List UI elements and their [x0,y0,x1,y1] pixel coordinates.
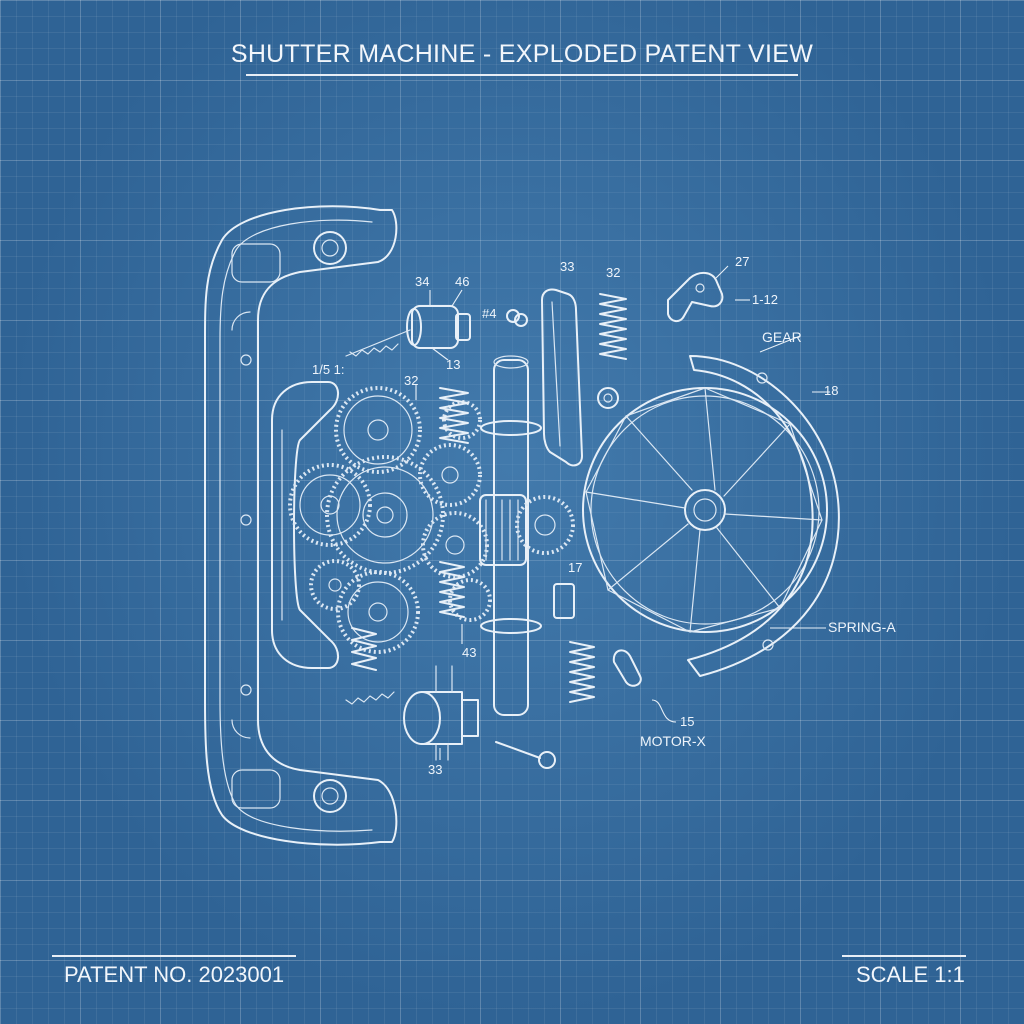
callout-46: 46 [455,274,469,289]
callout-labels: 34 46 #4 13 32 1/5 1: 33 32 27 1-12 18 1… [312,254,896,777]
callout-18: 18 [824,383,838,398]
small-motor-top [345,305,471,357]
right-springs [569,293,627,703]
housing-frame [204,205,398,846]
callout-32-right: 32 [606,265,620,280]
callout-43: 43 [462,645,476,660]
callout-33-top: 33 [560,259,574,274]
title-underline [246,74,798,76]
callout-34: 34 [415,274,429,289]
iris-shutter [582,355,840,677]
callout-44: #4 [482,306,496,321]
callout-17: 17 [568,560,582,575]
label-spring-a: SPRING-A [828,619,896,635]
vertical-plate [541,288,583,467]
callout-32-left: 32 [404,373,418,388]
bracket-27 [667,272,724,322]
callout-33-bottom: 33 [428,762,442,777]
small-motor-bottom [345,665,479,761]
callout-27: 27 [735,254,749,269]
gear-springs [351,387,469,671]
label-motor-x: MOTOR-X [640,733,707,749]
leader-lines [415,265,830,760]
callout-15: 15 [680,714,694,729]
callout-small: 1/5 1: [312,362,345,377]
footer-right-rule [842,955,966,957]
footer-left-rule [52,955,296,957]
center-shaft [479,355,575,716]
scale-label: SCALE 1:1 [856,962,965,987]
gear-train [288,386,492,654]
patent-number: PATENT NO. 2023001 [64,962,285,987]
callout-1-12: 1-12 [752,292,778,307]
diagram-title: SHUTTER MACHINE - EXPLODED PATENT VIEW [230,40,814,68]
fastener-pins [495,309,642,769]
label-gear: GEAR [762,329,802,345]
callout-13: 13 [446,357,460,372]
